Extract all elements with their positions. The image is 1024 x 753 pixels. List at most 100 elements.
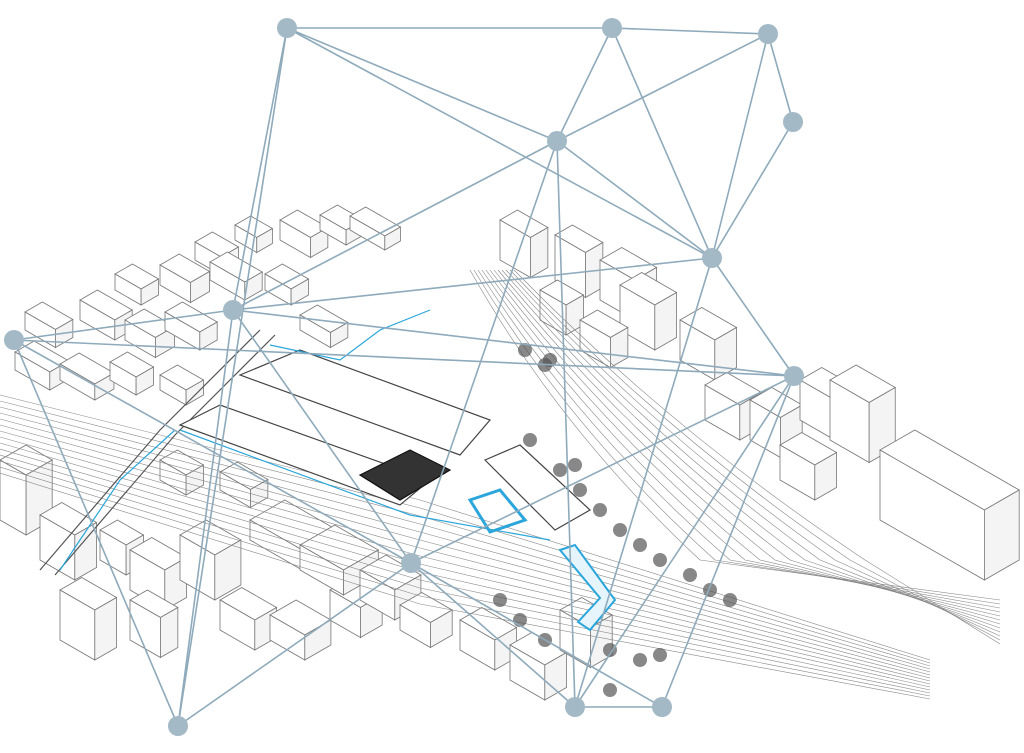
- rail-track: [0, 454, 931, 691]
- building-wall: [565, 294, 584, 336]
- network-node: [783, 112, 803, 132]
- building: [39, 502, 98, 581]
- building: [124, 308, 176, 359]
- building: [879, 429, 1021, 581]
- building: [269, 599, 332, 661]
- building: [114, 263, 160, 306]
- building: [159, 253, 211, 304]
- plaza-highlight: [467, 488, 528, 534]
- building-wall: [256, 227, 273, 254]
- rail-track: [477, 269, 1001, 609]
- tree: [653, 648, 667, 662]
- rail-track: [489, 269, 1001, 621]
- building: [129, 589, 179, 659]
- network-edge: [13, 339, 412, 564]
- rail-track: [509, 269, 1001, 641]
- building: [264, 263, 310, 306]
- network-edge: [574, 375, 795, 708]
- rail-track: [0, 406, 931, 667]
- footbridge: [558, 543, 617, 632]
- building-wall: [610, 326, 629, 369]
- network-edge: [286, 27, 713, 259]
- train-shed: [483, 444, 592, 531]
- network-edge: [661, 375, 795, 708]
- network-edge: [556, 33, 769, 142]
- network-node: [223, 300, 243, 320]
- network-edge: [611, 27, 769, 35]
- building: [164, 301, 219, 351]
- building: [349, 206, 402, 251]
- rail-track: [0, 430, 931, 679]
- tree: [633, 538, 647, 552]
- building-wall: [250, 478, 269, 509]
- tree: [723, 593, 737, 607]
- building: [399, 592, 454, 649]
- rail-track: [0, 472, 931, 700]
- building-wall: [244, 271, 263, 301]
- building: [79, 289, 134, 341]
- building-wall: [654, 291, 677, 351]
- dark-roof: [358, 449, 452, 501]
- building-wall: [135, 366, 154, 396]
- network-edge: [711, 33, 769, 259]
- rail-track: [0, 418, 931, 673]
- building-wall: [74, 521, 97, 581]
- network-edge: [13, 309, 234, 341]
- building-wall: [330, 321, 349, 349]
- building-wall: [530, 226, 549, 279]
- network-edge: [767, 33, 794, 123]
- network-edge: [611, 27, 713, 259]
- network-nodes: [4, 18, 804, 736]
- rail-track: [513, 269, 1001, 645]
- building: [159, 364, 205, 406]
- rail-track: [501, 269, 1001, 633]
- tree: [543, 353, 557, 367]
- building-wall: [140, 278, 159, 306]
- railway-tracks: [0, 269, 1001, 700]
- tree: [568, 458, 582, 472]
- tree: [523, 433, 537, 447]
- network-edges: [13, 27, 795, 727]
- network-edge: [410, 562, 576, 708]
- rail-track: [0, 466, 931, 697]
- network-edge: [286, 27, 558, 142]
- network-edge: [410, 562, 663, 708]
- tree-clusters: [493, 343, 737, 697]
- building: [679, 307, 738, 381]
- rail-track: [0, 400, 931, 664]
- network-edge: [410, 375, 795, 564]
- tree: [518, 343, 532, 357]
- tree: [633, 653, 647, 667]
- building-wall: [290, 278, 309, 306]
- building-wall: [199, 321, 218, 351]
- building-wall: [190, 270, 210, 304]
- tree: [593, 503, 607, 517]
- network-edge: [574, 257, 713, 708]
- building-wall: [984, 489, 1020, 581]
- network-node: [547, 131, 567, 151]
- rail-track: [493, 269, 1001, 625]
- network-edge: [177, 309, 234, 727]
- building: [299, 304, 349, 349]
- building: [219, 587, 278, 651]
- network-edge: [711, 121, 794, 259]
- building-wall: [814, 451, 837, 501]
- building: [59, 577, 118, 661]
- rail-track: [0, 460, 931, 694]
- building: [499, 209, 549, 279]
- network-node: [565, 697, 585, 717]
- tree: [553, 463, 567, 477]
- rail-track: [497, 269, 1001, 629]
- network-node: [702, 248, 722, 268]
- pedestrian-path: [269, 309, 431, 361]
- network-edge: [556, 140, 576, 708]
- building: [179, 519, 242, 601]
- tree: [573, 483, 587, 497]
- rail-track: [0, 448, 931, 688]
- network-node: [401, 553, 421, 573]
- building: [779, 432, 838, 501]
- station-complex: [59, 309, 617, 632]
- building: [109, 351, 155, 396]
- network-edge: [13, 339, 179, 727]
